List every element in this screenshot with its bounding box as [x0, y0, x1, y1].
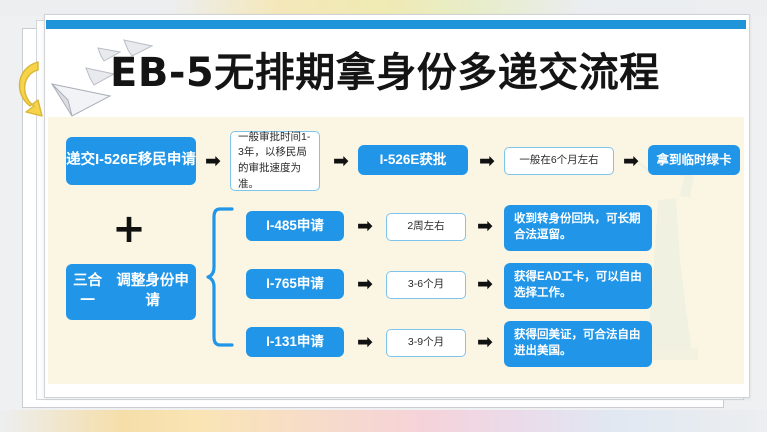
node-submit-i526e-line1: 递交I-526E: [66, 152, 138, 169]
arrow-icon-6: ➡: [477, 215, 493, 237]
node-i485-result[interactable]: 收到转身份回执，可长期合法逗留。: [504, 205, 652, 251]
background-gradient-bottom: [0, 410, 767, 432]
node-i765-application[interactable]: I-765申请: [246, 269, 344, 299]
note-i485-duration: 2周左右: [386, 213, 466, 241]
node-i131-application[interactable]: I-131申请: [246, 327, 344, 357]
node-combo-line2: 调整身份申请: [116, 273, 189, 309]
node-submit-i526e[interactable]: 递交I-526E 移民申请: [66, 137, 196, 185]
arrow-icon-7: ➡: [357, 273, 373, 295]
node-i526e-approved[interactable]: I-526E获批: [358, 145, 468, 175]
arrow-icon-4: ➡: [623, 150, 639, 172]
plus-icon: +: [112, 206, 146, 252]
flow-content-panel: 递交I-526E 移民申请 ➡ 一般审批时间1-3年，以移民局的审批速度为准。 …: [48, 117, 744, 384]
brace-connector: [206, 207, 234, 347]
note-i131-duration: 3-9个月: [386, 329, 466, 357]
note-six-months: 一般在6个月左右: [504, 147, 614, 175]
arrow-icon-3: ➡: [479, 150, 495, 172]
node-three-in-one-adjustment[interactable]: 三合一 调整身份申请: [66, 264, 196, 320]
arrow-icon-2: ➡: [333, 150, 349, 172]
node-i131-result[interactable]: 获得回美证，可合法自由进出美国。: [504, 321, 652, 367]
node-i765-result[interactable]: 获得EAD工卡，可以自由选择工作。: [504, 263, 652, 309]
page-title: EB-5无排期拿身份多递交流程: [110, 50, 660, 96]
node-combo-line1: 三合一: [73, 273, 103, 309]
node-temporary-green-card[interactable]: 拿到临时绿卡: [648, 145, 740, 175]
note-i765-duration: 3-6个月: [386, 271, 466, 299]
node-submit-i526e-line2: 移民申请: [137, 152, 196, 169]
arrow-icon-8: ➡: [477, 273, 493, 295]
background-gradient-top: [0, 0, 767, 16]
arrow-icon-9: ➡: [357, 331, 373, 353]
note-i526e-processing-time: 一般审批时间1-3年，以移民局的审批速度为准。: [230, 131, 320, 191]
arrow-icon-1: ➡: [205, 150, 221, 172]
arrow-icon-10: ➡: [477, 331, 493, 353]
card-top-accent-bar: [46, 20, 746, 29]
node-i485-application[interactable]: I-485申请: [246, 211, 344, 241]
arrow-icon-5: ➡: [357, 215, 373, 237]
